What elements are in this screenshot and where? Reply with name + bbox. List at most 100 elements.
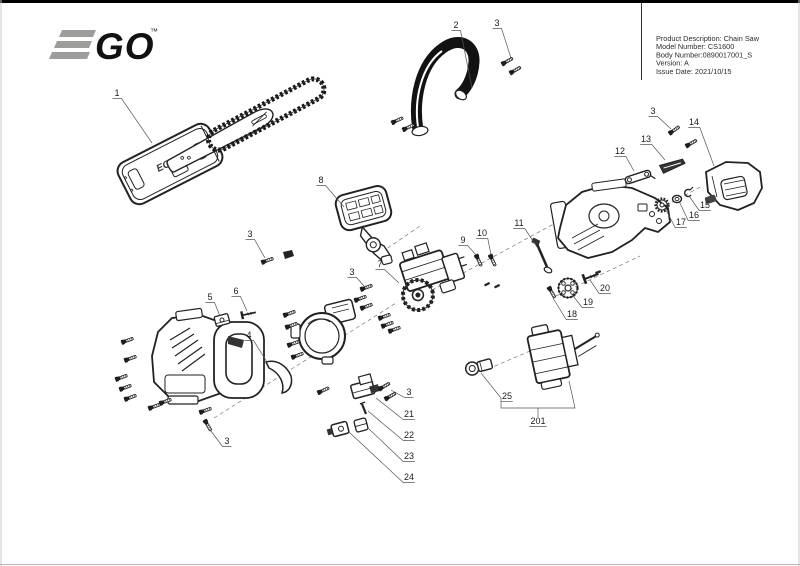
svg-text:5: 5 — [207, 292, 212, 302]
callout-24: 24 — [348, 431, 415, 483]
screw-glyph — [487, 253, 497, 267]
svg-text:201: 201 — [530, 416, 545, 426]
screw-glyph — [684, 139, 698, 149]
callout-3: 3 — [245, 229, 266, 259]
callout-2: 2 — [451, 20, 473, 89]
screw-glyph — [158, 398, 172, 406]
part-14-side-cover — [704, 161, 763, 211]
svg-text:9: 9 — [460, 235, 465, 245]
svg-text:1: 1 — [114, 88, 119, 98]
logo-e-bar-1 — [59, 30, 96, 37]
info-box: Product Description: Chain Saw Model Num… — [641, 3, 760, 80]
svg-text:4: 4 — [246, 330, 251, 340]
svg-text:16: 16 — [689, 210, 699, 220]
screw-glyph — [284, 322, 298, 330]
part-15-clip — [683, 186, 694, 198]
callout-15: 15 — [688, 195, 711, 211]
callout-201-bracket — [480, 372, 576, 409]
svg-text:6: 6 — [233, 286, 238, 296]
callout-25: 25 — [501, 391, 513, 402]
callout-18: 18 — [552, 297, 578, 320]
part-fan-housing — [290, 298, 357, 365]
callout-12: 12 — [614, 146, 635, 172]
info-product-description: Product Description: Chain Saw — [656, 34, 760, 43]
part-20-t-bolt — [581, 272, 599, 285]
svg-text:19: 19 — [583, 297, 593, 307]
callout-6: 6 — [231, 286, 248, 312]
screw-glyph — [353, 295, 367, 303]
part-201-oil-pump-assembly — [526, 324, 600, 390]
callout-4: 4 — [244, 330, 268, 363]
svg-text:3: 3 — [406, 387, 411, 397]
callout-3: 3 — [207, 426, 232, 447]
logo-tm: ™ — [150, 27, 158, 36]
callout-13: 13 — [640, 134, 666, 161]
callout-7: 7 — [375, 259, 400, 284]
info-model-number: Model Number: CS1600 — [656, 42, 734, 51]
svg-text:3: 3 — [247, 229, 252, 239]
logo-e-bar-3 — [49, 52, 90, 59]
svg-text:20: 20 — [600, 283, 610, 293]
screw-glyph — [500, 57, 514, 67]
screw-glyph — [377, 313, 391, 321]
svg-text:12: 12 — [615, 146, 625, 156]
part-5-clamp-block — [213, 313, 231, 327]
screw-glyph — [114, 374, 128, 382]
screw-glyph — [120, 337, 134, 345]
part-main-housing-right — [549, 178, 671, 259]
part-16-washer — [671, 194, 683, 204]
callout-3: 3 — [648, 106, 672, 130]
part-2-front-handle — [410, 37, 480, 137]
part-8-hand-guard — [334, 184, 393, 266]
screw-glyph — [546, 285, 556, 299]
screw-glyph — [202, 418, 212, 432]
callout-9: 9 — [458, 235, 478, 257]
screw-glyph — [123, 355, 137, 363]
svg-text:7: 7 — [377, 259, 382, 269]
svg-text:15: 15 — [700, 200, 710, 210]
logo-e-bar-2 — [54, 41, 92, 48]
screw-glyph — [359, 284, 373, 292]
screw-glyph — [147, 403, 161, 411]
svg-text:3: 3 — [494, 18, 499, 28]
svg-text:3: 3 — [349, 267, 354, 277]
screw-glyph — [377, 382, 391, 392]
svg-text:8: 8 — [318, 175, 323, 185]
logo-go-text: GO — [95, 26, 155, 67]
svg-text:24: 24 — [404, 472, 414, 482]
svg-text:22: 22 — [404, 430, 414, 440]
screw-glyph — [198, 407, 212, 415]
svg-text:11: 11 — [514, 218, 523, 228]
callout-10: 10 — [476, 228, 492, 256]
screw-glyph — [282, 310, 296, 318]
callout-14: 14 — [688, 117, 715, 167]
svg-text:18: 18 — [567, 309, 577, 319]
callout-16: 16 — [678, 200, 700, 221]
screw-glyph — [123, 394, 137, 402]
svg-text:10: 10 — [477, 228, 487, 238]
screw-glyph — [508, 66, 522, 76]
part-guide-bar — [166, 108, 274, 173]
svg-text:3: 3 — [650, 106, 655, 116]
svg-text:14: 14 — [689, 117, 699, 127]
callout-201: 201 — [529, 416, 547, 427]
screw-glyph — [260, 257, 274, 265]
screw-glyph — [390, 116, 404, 126]
screw-glyph — [290, 352, 304, 360]
svg-text:3: 3 — [224, 436, 229, 446]
screw-glyph — [380, 321, 394, 329]
callout-3: 3 — [347, 267, 365, 287]
part-23-plate — [353, 417, 369, 433]
part-25-oil-cap — [464, 358, 494, 376]
info-version: Version: A — [656, 59, 689, 68]
callout-23: 23 — [367, 427, 415, 462]
callout-1: 1 — [112, 88, 153, 144]
part-small-wedge — [283, 250, 294, 259]
callout-8: 8 — [316, 175, 345, 208]
part-7-motor-assembly — [399, 242, 468, 313]
part-13-lever — [658, 158, 686, 174]
screw-glyph — [387, 326, 401, 334]
svg-text:25: 25 — [502, 391, 512, 401]
